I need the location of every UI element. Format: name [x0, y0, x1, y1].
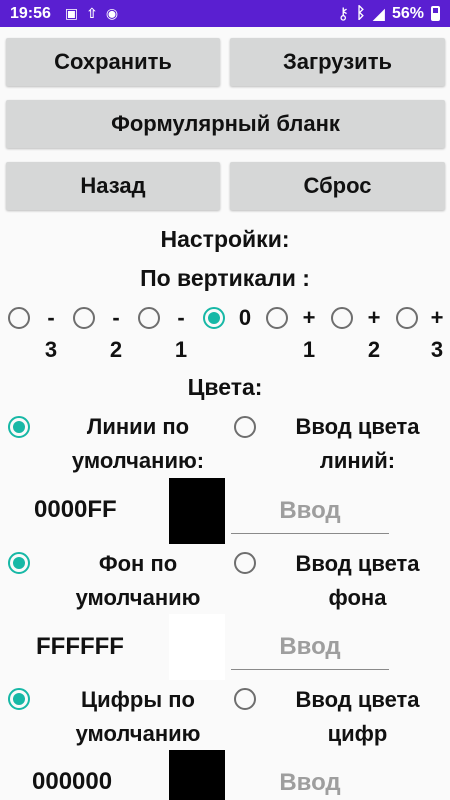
load-button[interactable]: Загрузить [230, 38, 445, 86]
bluetooth-icon: ᛒ [356, 4, 366, 22]
custom-digits-radio[interactable] [234, 688, 256, 710]
vertical-label-top: + [367, 305, 381, 330]
vertical-radio-minus2[interactable] [73, 307, 95, 329]
upload-icon: ⇧ [86, 5, 98, 21]
vertical-label-bottom: 1 [174, 337, 188, 362]
background-color-input[interactable]: Ввод [231, 626, 389, 670]
colors-title: Цвета: [187, 374, 263, 400]
settings-title: Настройки: [160, 226, 290, 252]
custom-lines-label-2: линий: [319, 448, 396, 473]
custom-background-radio[interactable] [234, 552, 256, 574]
default-digits-label: Цифры по [81, 687, 195, 712]
custom-background-label-2: фона [328, 585, 387, 610]
vertical-radio-plus2[interactable] [331, 307, 353, 329]
custom-background-label: Ввод цвета [295, 551, 420, 576]
custom-lines-label: Ввод цвета [295, 414, 420, 439]
default-background-radio[interactable] [8, 552, 30, 574]
vertical-radio-plus1[interactable] [266, 307, 288, 329]
vertical-label-top: + [302, 305, 316, 330]
shield-icon: ◉ [105, 5, 119, 21]
vertical-label-top: + [430, 305, 444, 330]
default-background-label: Фон по [98, 551, 178, 576]
default-lines-label-2: умолчанию: [71, 448, 205, 473]
custom-lines-radio[interactable] [234, 416, 256, 438]
clock: 19:56 [10, 4, 51, 22]
default-background-label-2: умолчанию [75, 585, 201, 610]
digits-color-swatch [169, 750, 225, 800]
battery-icon [431, 6, 440, 21]
vertical-label-top: - [47, 305, 55, 330]
background-hex-value: FFFFFF [36, 633, 124, 660]
vertical-radio-zero[interactable] [203, 307, 225, 329]
vertical-radio-minus3[interactable] [8, 307, 30, 329]
default-digits-radio[interactable] [8, 688, 30, 710]
battery-percent: 56% [391, 4, 424, 22]
digits-color-input[interactable]: Ввод [279, 769, 341, 796]
signal-icon: ◢ [372, 5, 385, 23]
status-bar: 19:56 ▣ ⇧ ◉ ⚷ ᛒ ◢ 56% [0, 0, 450, 27]
background-color-swatch [169, 614, 225, 680]
vertical-label-top: - [112, 305, 120, 330]
image-icon: ▣ [64, 5, 79, 21]
default-digits-label-2: умолчанию [75, 721, 201, 746]
lines-color-input[interactable]: Ввод [231, 490, 389, 534]
lines-color-swatch [169, 478, 225, 544]
vertical-label-top: - [177, 305, 185, 330]
form-blank-button[interactable]: Формулярный бланк [6, 100, 445, 148]
vertical-label-bottom: 3 [44, 337, 58, 362]
key-icon: ⚷ [337, 5, 350, 23]
vertical-label-bottom: 3 [430, 337, 444, 362]
save-button[interactable]: Сохранить [6, 38, 220, 86]
vertical-label-bottom: 2 [367, 337, 381, 362]
digits-hex-value: 000000 [32, 768, 113, 795]
default-lines-label: Линии по [86, 414, 190, 439]
default-lines-radio[interactable] [8, 416, 30, 438]
vertical-label-bottom: 2 [109, 337, 123, 362]
vertical-label-top: 0 [238, 305, 252, 330]
back-button[interactable]: Назад [6, 162, 220, 210]
lines-hex-value: 0000FF [34, 496, 117, 523]
vertical-title: По вертикали : [140, 265, 310, 291]
custom-digits-label-2: цифр [327, 721, 388, 746]
vertical-radio-minus1[interactable] [138, 307, 160, 329]
custom-digits-label: Ввод цвета [295, 687, 420, 712]
vertical-label-bottom: 1 [302, 337, 316, 362]
reset-button[interactable]: Сброс [230, 162, 445, 210]
vertical-radio-plus3[interactable] [396, 307, 418, 329]
